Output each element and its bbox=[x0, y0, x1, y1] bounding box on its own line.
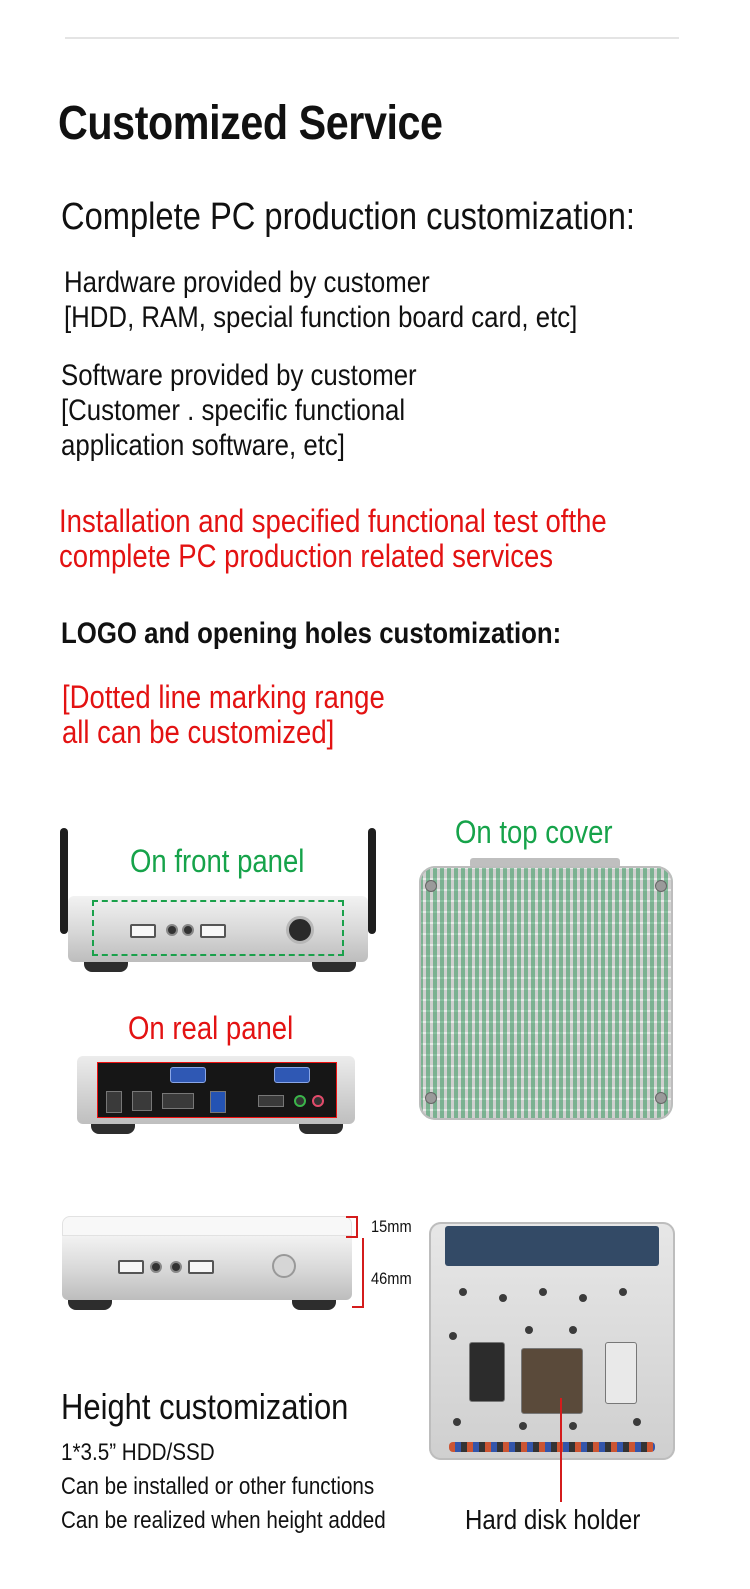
top-cover-label: On top cover bbox=[455, 814, 613, 850]
screw-hole bbox=[449, 1332, 457, 1340]
left-antenna bbox=[60, 828, 68, 934]
service-line-1: Installation and specified functional te… bbox=[59, 503, 607, 539]
pointer-line bbox=[560, 1398, 562, 1502]
screw-hole bbox=[619, 1288, 627, 1296]
device-foot bbox=[312, 962, 356, 972]
cable-bundle bbox=[449, 1442, 655, 1452]
audio-jack-icon bbox=[170, 1261, 182, 1273]
front-panel-device-image bbox=[58, 828, 378, 974]
screw-icon bbox=[425, 880, 437, 892]
logo-note-line-1: [Dotted line marking range bbox=[62, 679, 385, 715]
screw-hole bbox=[579, 1294, 587, 1302]
software-line-3: application software, etc] bbox=[61, 429, 345, 462]
pc-customization-heading: Complete PC production customization: bbox=[61, 196, 635, 238]
usb-port-icon bbox=[188, 1260, 214, 1274]
device-foot bbox=[299, 1124, 343, 1134]
software-line-2: [Customer . specific functional bbox=[61, 394, 406, 427]
hardware-line-1: Hardware provided by customer bbox=[64, 266, 430, 299]
logo-note-line-2: all can be customized] bbox=[62, 714, 335, 750]
hardware-text: Hardware provided by customer [HDD, RAM,… bbox=[64, 265, 577, 335]
page-title: Customized Service bbox=[58, 97, 443, 150]
audio-jack-icon bbox=[150, 1261, 162, 1273]
front-panel-label: On front panel bbox=[130, 843, 305, 879]
right-antenna bbox=[368, 828, 376, 934]
height-line-1: 1*3.5” HDD/SSD bbox=[61, 1439, 215, 1466]
dimension-tick bbox=[346, 1236, 358, 1238]
dimension-tick bbox=[346, 1216, 358, 1218]
hard-disk-holder-label: Hard disk holder bbox=[465, 1504, 641, 1535]
cooler-cutout bbox=[521, 1348, 583, 1414]
logo-note: [Dotted line marking range all can be cu… bbox=[62, 680, 385, 750]
device-foot bbox=[292, 1300, 336, 1310]
service-text: Installation and specified functional te… bbox=[59, 504, 607, 574]
hdmi-port-icon bbox=[258, 1095, 284, 1107]
serial-port-icon bbox=[170, 1067, 206, 1083]
power-jack-icon bbox=[106, 1091, 122, 1113]
top-divider bbox=[65, 37, 679, 39]
hard-disk-holder-image bbox=[429, 1222, 675, 1460]
cutout bbox=[469, 1342, 505, 1402]
device-foot bbox=[84, 962, 128, 972]
usb-port-icon bbox=[200, 924, 226, 938]
height-text: 1*3.5” HDD/SSD Can be installed or other… bbox=[61, 1436, 386, 1538]
power-button-icon bbox=[286, 916, 314, 944]
screw-hole bbox=[633, 1418, 641, 1426]
mic-in-icon bbox=[312, 1095, 324, 1107]
audio-jack-icon bbox=[166, 924, 178, 936]
software-text: Software provided by customer [Customer … bbox=[61, 358, 417, 463]
usb-port-icon bbox=[130, 924, 156, 938]
cutout bbox=[605, 1342, 637, 1404]
audio-jack-icon bbox=[182, 924, 194, 936]
rear-panel-label: On real panel bbox=[128, 1010, 294, 1046]
screw-hole bbox=[539, 1288, 547, 1296]
screw-hole bbox=[459, 1288, 467, 1296]
height-line-3: Can be realized when height added bbox=[61, 1507, 386, 1534]
screw-hole bbox=[569, 1326, 577, 1334]
front-dotted-range bbox=[92, 900, 344, 956]
device-foot bbox=[91, 1124, 135, 1134]
top-cover-port-strip bbox=[470, 858, 620, 868]
screw-icon bbox=[655, 880, 667, 892]
vga-port-icon bbox=[162, 1093, 194, 1109]
lan-port-icon bbox=[132, 1091, 152, 1111]
screw-hole bbox=[519, 1422, 527, 1430]
top-cover-mesh-image bbox=[419, 866, 673, 1120]
dimension-line-body bbox=[362, 1238, 364, 1308]
screw-hole bbox=[453, 1418, 461, 1426]
service-line-2: complete PC production related services bbox=[59, 538, 554, 574]
rear-io-panel bbox=[97, 1062, 337, 1118]
dimension-top-label: 15mm bbox=[371, 1217, 412, 1236]
device-foot bbox=[68, 1300, 112, 1310]
usb3-port-icon bbox=[210, 1091, 226, 1113]
screw-hole bbox=[569, 1422, 577, 1430]
height-customization-heading: Height customization bbox=[61, 1386, 349, 1427]
motherboard bbox=[445, 1226, 659, 1266]
usb-port-icon bbox=[118, 1260, 144, 1274]
software-line-1: Software provided by customer bbox=[61, 359, 417, 392]
height-line-2: Can be installed or other functions bbox=[61, 1473, 375, 1500]
power-button-icon bbox=[272, 1254, 296, 1278]
rear-panel-device-image bbox=[77, 1056, 355, 1134]
screw-icon bbox=[655, 1092, 667, 1104]
screw-hole bbox=[499, 1294, 507, 1302]
hardware-line-2: [HDD, RAM, special function board card, … bbox=[64, 301, 578, 334]
screw-hole bbox=[525, 1326, 533, 1334]
logo-customization-heading: LOGO and opening holes customization: bbox=[61, 617, 562, 650]
dimension-body-label: 46mm bbox=[371, 1269, 412, 1288]
added-height-section bbox=[62, 1216, 352, 1236]
serial-port-icon bbox=[274, 1067, 310, 1083]
audio-out-icon bbox=[294, 1095, 306, 1107]
screw-icon bbox=[425, 1092, 437, 1104]
height-device-image bbox=[62, 1216, 352, 1312]
dimension-tick bbox=[352, 1306, 364, 1308]
dimension-line-top bbox=[356, 1217, 358, 1237]
